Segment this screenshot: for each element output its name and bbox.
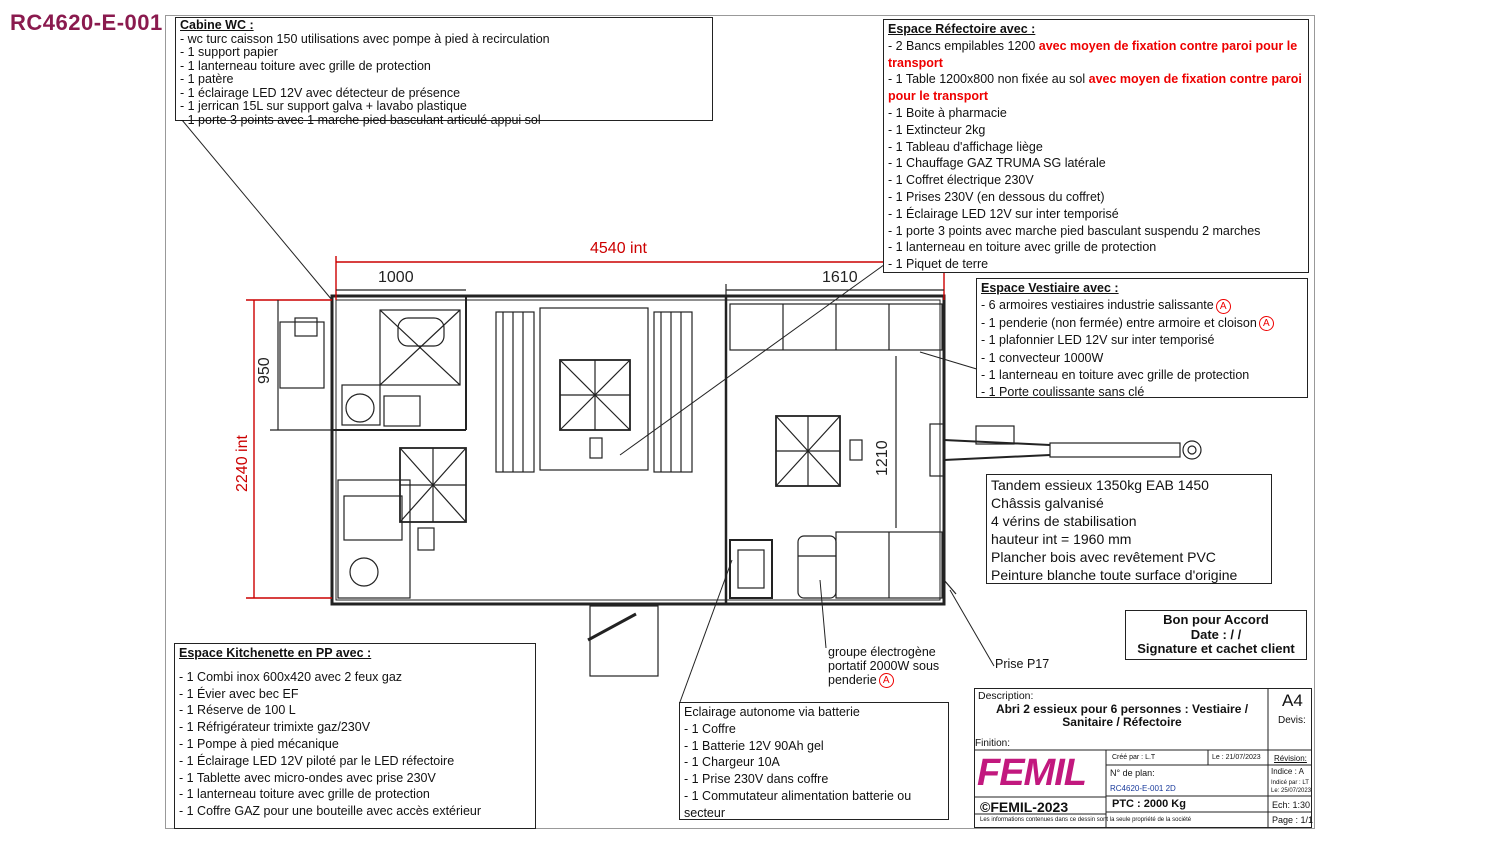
legal-notice: Les informations contenues dans ce dessi…	[980, 817, 1192, 823]
finition-label: Finition:	[975, 738, 1011, 749]
list-item: - 1 Réserve de 100 L	[179, 703, 296, 718]
plan-number: RC4620-E-001 2D	[1110, 784, 1176, 793]
indice-date: Le: 25/07/2023	[1271, 788, 1312, 794]
list-item: - 1 Coffre	[684, 721, 736, 736]
cabine-wc-title: Cabine WC :	[180, 18, 254, 32]
refectoire-box: Espace Réfectoire avec : - 2 Bancs empil…	[883, 19, 1309, 273]
list-item: - 1 Combi inox 600x420 avec 2 feux gaz	[179, 669, 403, 684]
drawing-sheet	[165, 15, 1315, 829]
list-item: - 1 Chargeur 10A	[684, 755, 780, 770]
marker-a: A	[1215, 298, 1231, 314]
list-item: - 1 Prise 230V dans coffre	[684, 772, 829, 787]
indice-by: Indicé par : LT	[1271, 780, 1309, 786]
dim-total-length: 4540 int	[590, 240, 647, 257]
list-item: - 1 Réfrigérateur trimixte gaz/230V	[179, 720, 371, 735]
approval-date: Date : / /	[1190, 626, 1242, 642]
list-item: - 1 Boite à pharmacie	[888, 105, 1007, 120]
spec-line: Châssis galvanisé	[991, 495, 1104, 511]
desc-label: Description:	[978, 690, 1034, 702]
devis-label: Devis:	[1278, 715, 1306, 726]
page-number: Page : 1/1	[1272, 815, 1314, 825]
prise-note: Prise P17	[995, 657, 1050, 671]
dim-width: 2240 int	[234, 435, 251, 492]
description-line-1: Abri 2 essieux pour 6 personnes : Vestia…	[995, 702, 1249, 716]
vestiaire-box: Espace Vestiaire avec : - 6 armoires ves…	[976, 278, 1308, 400]
list-item: - 1 porte 3 points avec marche pied basc…	[888, 223, 1261, 238]
marker-a: A	[1258, 316, 1274, 332]
kitchenette-box: Espace Kitchenette en PP avec : - 1 Comb…	[174, 643, 536, 829]
list-item: - 1 lanterneau en toiture avec grille de…	[981, 368, 1250, 383]
approval-title: Bon pour Accord	[1163, 612, 1269, 627]
list-item: - 1 penderie (non fermée) entre armoire …	[981, 315, 1303, 332]
cabine-wc-box: Cabine WC : - wc turc caisson 150 utilis…	[175, 17, 713, 126]
list-item: - wc turc caisson 150 utilisations avec …	[180, 31, 550, 46]
ptc: PTC : 2000 Kg	[1112, 798, 1186, 810]
spec-line: Tandem essieux 1350kg EAB 1450	[991, 477, 1209, 493]
list-item: - 1 Éclairage LED 12V piloté par le LED …	[179, 753, 455, 768]
dim-wc-width: 950	[256, 357, 273, 384]
list-item: - 1 Tableau d'affichage liège	[888, 139, 1043, 154]
dim-vestiaire-width: 1210	[874, 440, 891, 476]
scale: Ech: 1:30	[1272, 800, 1311, 810]
list-item: - 1 Coffre GAZ pour une bouteille avec a…	[179, 804, 482, 819]
dim-wc-length: 1000	[378, 269, 414, 286]
list-item: - 1 Porte coulissante sans clé	[981, 385, 1145, 400]
refectoire-title: Espace Réfectoire avec :	[888, 22, 1036, 36]
plan-label: N° de plan:	[1110, 768, 1155, 778]
list-item: - 1 porte 3 points avec 1 marche pied ba…	[180, 112, 541, 127]
approval-signature: Signature et cachet client	[1137, 641, 1295, 656]
spec-line: 4 vérins de stabilisation	[991, 513, 1137, 529]
list-item: - 1 convecteur 1000W	[981, 350, 1104, 365]
list-item: - 1 Pompe à pied mécanique	[179, 736, 339, 751]
list-item: - 1 Prises 230V (en dessous du coffret)	[888, 189, 1105, 204]
vestiaire-title: Espace Vestiaire avec :	[981, 281, 1119, 295]
created-by: Créé par : L.T	[1112, 754, 1156, 761]
specs-box: Tandem essieux 1350kg EAB 1450 Châssis g…	[986, 474, 1272, 584]
list-item: - 2 Bancs empilables 1200 avec moyen de …	[888, 38, 1298, 70]
indice: Indice : A	[1271, 767, 1304, 776]
list-item: - 1 Évier avec bec EF	[179, 686, 299, 701]
copyright: ©FEMIL-2023	[980, 799, 1069, 815]
approval-box: Bon pour Accord Date : / / Signature et …	[1125, 610, 1307, 660]
eclairage-title: Eclairage autonome via batterie	[684, 705, 860, 719]
generator-note: groupe électrogène portatif 2000W sous p…	[828, 645, 940, 688]
list-item: - 1 lanterneau toiture avec grille de pr…	[180, 58, 431, 73]
dim-vestiaire-length: 1610	[822, 269, 858, 286]
eclairage-box: Eclairage autonome via batterie - 1 Coff…	[679, 702, 949, 820]
list-item: - 1 Table 1200x800 non fixée au sol avec…	[888, 72, 1302, 104]
list-item: - 1 Batterie 12V 90Ah gel	[684, 738, 824, 753]
marker-a: A	[878, 673, 894, 688]
list-item: - 1 Tablette avec micro-ondes avec prise…	[179, 770, 436, 785]
list-item: - 1 éclairage LED 12V avec détecteur de …	[180, 85, 461, 100]
created-date: Le : 21/07/2023	[1212, 754, 1261, 761]
list-item: - 1 Chauffage GAZ TRUMA SG latérale	[888, 156, 1106, 171]
list-item: - 1 lanterneau en toiture avec grille de…	[888, 240, 1157, 255]
list-item: - 1 Piquet de terre	[888, 257, 989, 272]
spec-line: Peinture blanche toute surface d'origine	[991, 567, 1238, 583]
title-block	[974, 688, 1312, 828]
femil-logo: FEMIL	[977, 752, 1087, 794]
list-item: - 1 Commutateur alimentation batterie ou…	[684, 788, 912, 820]
revision-label: Révision:	[1274, 754, 1307, 763]
list-item: - 1 plafonnier LED 12V sur inter tempori…	[981, 333, 1215, 348]
spec-line: Plancher bois avec revêtement PVC	[991, 549, 1216, 565]
list-item: - 1 patère	[180, 72, 234, 86]
paper-format: A4	[1282, 691, 1303, 710]
list-item: - 1 jerrican 15L sur support galva + lav…	[180, 99, 467, 113]
list-item: - 1 lanterneau toiture avec grille de pr…	[179, 787, 430, 802]
list-item: - 6 armoires vestiaires industrie saliss…	[981, 297, 1303, 314]
list-item: - 1 Éclairage LED 12V sur inter temporis…	[888, 206, 1119, 221]
kitchenette-title: Espace Kitchenette en PP avec :	[179, 646, 372, 660]
description-line-2: Sanitaire / Réfectoire	[1062, 715, 1182, 729]
list-item: - 1 Extincteur 2kg	[888, 122, 986, 137]
spec-line: hauteur int = 1960 mm	[991, 531, 1132, 547]
document-id: RC4620-E-001	[10, 10, 163, 35]
list-item: - 1 support papier	[180, 45, 278, 59]
list-item: - 1 Coffret électrique 230V	[888, 173, 1034, 188]
